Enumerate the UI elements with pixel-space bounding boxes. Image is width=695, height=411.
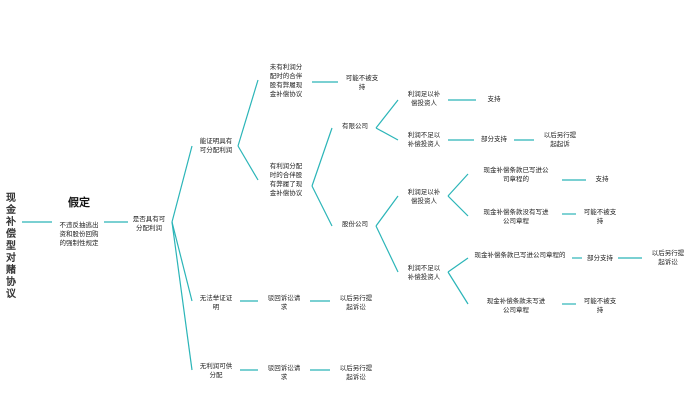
connector-jsc-enough-1: [447, 195, 469, 217]
node-jsc-ne-notdone: 现金补偿条款未写进 公司章程: [486, 297, 546, 314]
node-jsc-not-enough: 利润不足以 补偿投资人: [407, 264, 441, 281]
node-later-d: 以后另行提 起诉讼: [651, 249, 685, 266]
node-proven-profit: 能证明具有 可分配利润: [199, 137, 233, 154]
connector-jsc-0: [375, 195, 399, 227]
connector-jsc-notenough-0: [447, 257, 469, 273]
node-partial-support-1: 部分支持: [481, 135, 507, 143]
connector-enough-type-1: [311, 185, 333, 227]
connector-jsc-enough-0: [447, 173, 469, 197]
node-distributable-profit: 是否具有可 分配利润: [132, 215, 166, 232]
node-ltd-enough: 利润足以补 偿投资人: [407, 90, 441, 107]
node-no-profit: 无利润可供 分配: [199, 362, 233, 379]
node-jsc-enough-notdone: 现金补偿条款没有写进 公司章程: [483, 208, 549, 225]
connector-level1-1: [171, 221, 193, 302]
node-jsc-enough: 利润足以补 偿投资人: [407, 188, 441, 205]
connector-jsc-1: [375, 225, 399, 273]
node-maybe-support-1: 可能不被支 持: [345, 74, 379, 91]
node-later-b: 以后另行提 起诉讼: [339, 364, 373, 381]
node-jsc-enough-done: 现金补偿条款已写进公 司章程的: [483, 166, 549, 183]
connector-proven-0: [237, 79, 259, 147]
node-support-1: 支持: [487, 95, 501, 103]
connector-proven-1: [237, 145, 259, 181]
node-jsc-company: 股份公司: [342, 220, 368, 228]
node-jsc-ne-done: 现金补偿条款已写进公司章程的: [474, 251, 566, 259]
connector-level1-0: [171, 145, 193, 223]
node-profit-enough: 有利润分配 时的合伴股 有弊履了现 金补偿协议: [269, 162, 303, 197]
node-support-2: 支持: [595, 175, 609, 183]
assumption-title: 假定: [68, 196, 90, 209]
node-profit-insufficient: 未有利润分 配时的合伴 股有弊履现 金补偿协议: [269, 63, 303, 98]
root-topic: 现金 补偿 型对 赌协 议: [6, 193, 16, 300]
node-later-a: 以后另行提 起诉讼: [339, 294, 373, 311]
node-maybe-support-2: 可能不被支 持: [583, 208, 617, 225]
node-no-evidence: 无法举证证 明: [199, 294, 233, 311]
connector-enough-type-0: [311, 127, 333, 187]
connector-ltd-1: [375, 127, 399, 141]
node-partial-support-2: 部分支持: [587, 254, 613, 262]
node-maybe-support-3: 可能不被支 持: [583, 297, 617, 314]
node-reject-b: 驳回诉讼请 求: [267, 364, 301, 381]
node-reject-a: 驳回诉讼请 求: [267, 294, 301, 311]
connector-jsc-notenough-1: [447, 271, 469, 305]
connector-ltd-0: [375, 99, 399, 129]
assumption-text: 不违反抽逃出 资和股份回购 的强制性规定: [59, 221, 99, 247]
connector-level1-2: [171, 221, 193, 371]
node-ltd-not-enough: 利润不足以 补偿投资人: [407, 131, 441, 148]
node-later-c: 以后另行提 起起诉: [543, 131, 577, 148]
node-ltd-company: 有限公司: [342, 122, 368, 130]
